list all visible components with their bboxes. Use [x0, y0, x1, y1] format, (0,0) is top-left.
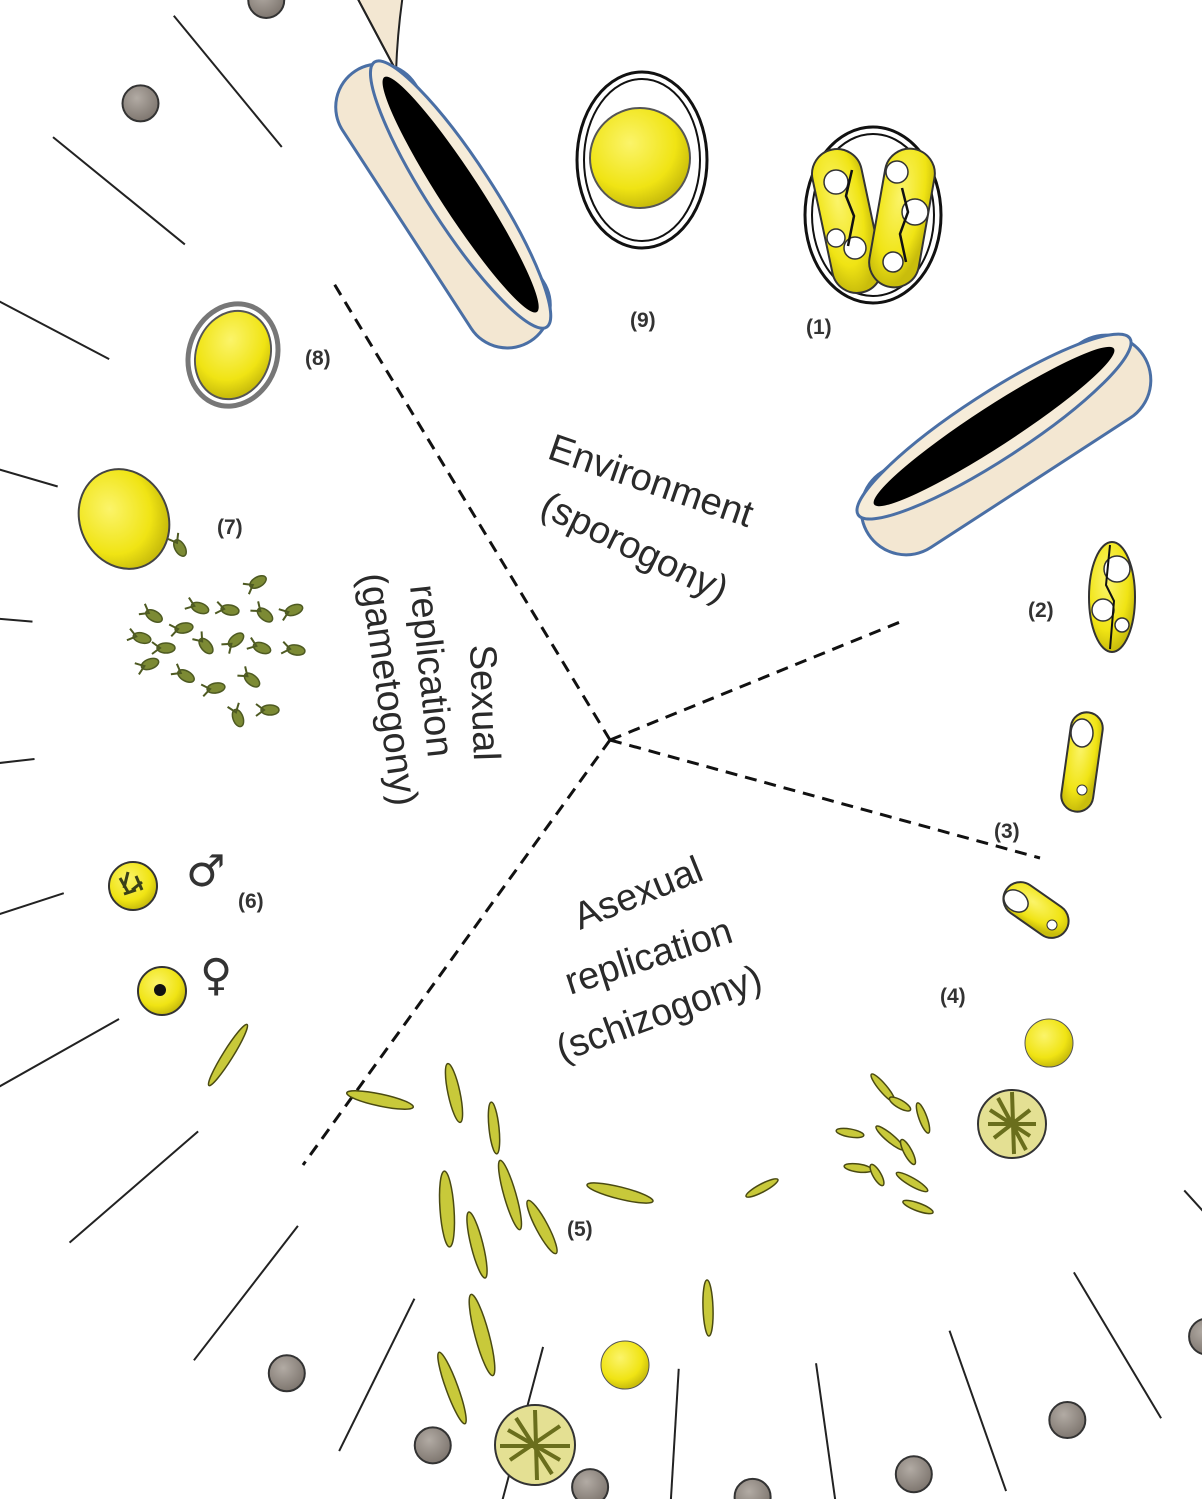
- microgamete-icon: [135, 655, 161, 674]
- cell-wall: [53, 137, 185, 244]
- microgamete-icon: [201, 681, 226, 697]
- microgamete-icon: [247, 638, 273, 657]
- cell-wall: [1184, 1190, 1202, 1316]
- cell-wall: [0, 759, 35, 778]
- microgametes: [127, 533, 306, 729]
- merozoite-icon: [894, 1170, 929, 1195]
- merozoite-icon: [902, 1198, 935, 1216]
- microgamete-icon: [185, 598, 211, 617]
- cell-wall: [0, 893, 64, 946]
- stage-label-5: (5): [567, 1218, 593, 1241]
- microgamete-icon: [169, 621, 194, 637]
- zygote-icon: [63, 454, 186, 584]
- merozoite-icon: [486, 1102, 501, 1155]
- microgamete-icon: [279, 601, 305, 620]
- microgamete-icon: [250, 601, 275, 625]
- cell-wall: [0, 280, 109, 359]
- nucleus-icon: [269, 1355, 305, 1391]
- merozoite-icon: [586, 1179, 655, 1207]
- stage-label-4: (4): [940, 985, 966, 1008]
- unsporulated-oocyst-icon: [577, 72, 707, 248]
- microgamete-icon: [171, 664, 197, 686]
- meront-icon: [978, 1090, 1046, 1158]
- microgamete-icon: [127, 629, 152, 647]
- nucleus-icon: [735, 1479, 771, 1499]
- stage-label-2: (2): [1028, 599, 1054, 622]
- merozoite-icon: [494, 1159, 525, 1232]
- stage-label-7: (7): [217, 516, 243, 539]
- merozoite-icon: [463, 1211, 491, 1280]
- nucleus-icon: [896, 1456, 932, 1492]
- nucleus-icon: [415, 1427, 451, 1463]
- merozoite-icon: [868, 1163, 887, 1188]
- microgamete-icon: [237, 666, 262, 690]
- nucleus-icon: [1049, 1402, 1085, 1438]
- sporocyst-icon: [319, 42, 575, 364]
- female-symbol: ♀: [200, 950, 232, 1001]
- nucleus-icon: [572, 1469, 608, 1499]
- cell-wall: [174, 16, 282, 147]
- merozoite-icon: [205, 1022, 252, 1088]
- microgamete-icon: [243, 572, 269, 594]
- microgamete-icon: [152, 642, 175, 654]
- merozoite-icon: [702, 1280, 714, 1336]
- sporozoite-icon: [997, 875, 1075, 944]
- merozoite-icon: [898, 1138, 918, 1166]
- merozoite-icon: [523, 1198, 562, 1257]
- cell-wall: [0, 439, 58, 487]
- microgamete-icon: [215, 602, 240, 618]
- trophozoite-icon: [601, 1341, 649, 1389]
- nucleus-icon: [248, 0, 284, 18]
- sporocyst-with-sporozoites-icon: [1089, 542, 1135, 652]
- sexual-label-line1: Sexual: [461, 644, 507, 762]
- male-symbol: ♂: [186, 846, 225, 897]
- cell-wall: [339, 1299, 414, 1451]
- nucleus-icon: [123, 85, 159, 121]
- environment-label: Environment (sporogony): [534, 427, 759, 611]
- microgamont-icon: [109, 862, 157, 910]
- macrogamont-icon: [138, 967, 186, 1015]
- cell-wall: [669, 1369, 679, 1499]
- stage-label-1: (1): [806, 316, 832, 339]
- sporocyst-icon: [839, 310, 1169, 573]
- microgamete-icon: [168, 533, 190, 559]
- cell-wall: [194, 1226, 298, 1360]
- stage-label-6: (6): [238, 890, 264, 913]
- merozoite-icon: [433, 1350, 470, 1426]
- oocyst-in-cell-icon: [174, 291, 292, 419]
- sexual-replication-label: Sexual replication (gametogony): [351, 570, 507, 808]
- merozoite-icon: [464, 1293, 499, 1378]
- nucleus-icon: [1189, 1319, 1202, 1355]
- merozoite-icon: [836, 1127, 865, 1140]
- microgamete-icon: [281, 642, 306, 658]
- trophozoite-icon: [1025, 1019, 1073, 1067]
- merozoite-icon: [914, 1102, 932, 1135]
- cell-wall: [816, 1363, 840, 1499]
- cell-wall: [0, 607, 32, 621]
- cell-wall: [70, 1131, 199, 1242]
- cell-wall: [1074, 1272, 1161, 1418]
- microgamete-icon: [228, 703, 247, 729]
- merozoite-icon: [744, 1176, 780, 1200]
- stage-label-8: (8): [305, 347, 331, 370]
- merozoite-icon: [888, 1095, 913, 1114]
- sporulated-oocyst-icon: [805, 127, 941, 303]
- merozoite-icon: [844, 1162, 873, 1174]
- cell-wall: [950, 1331, 1007, 1491]
- merozoite-icon: [442, 1062, 466, 1123]
- microgamete-icon: [256, 704, 279, 716]
- stage-label-9: (9): [630, 309, 656, 332]
- meront-icon: [495, 1405, 575, 1485]
- cell-wall: [0, 1019, 119, 1103]
- merozoite-icon: [345, 1087, 414, 1113]
- merozoite-icon: [437, 1171, 456, 1248]
- sporozoite-icon: [1059, 710, 1105, 813]
- microgamete-icon: [192, 631, 216, 656]
- microgamete-icon: [139, 604, 165, 626]
- stage-label-3: (3): [994, 820, 1020, 843]
- asexual-replication-label: Asexual replication (schizogony): [551, 849, 768, 1071]
- microgamete-icon: [221, 630, 246, 654]
